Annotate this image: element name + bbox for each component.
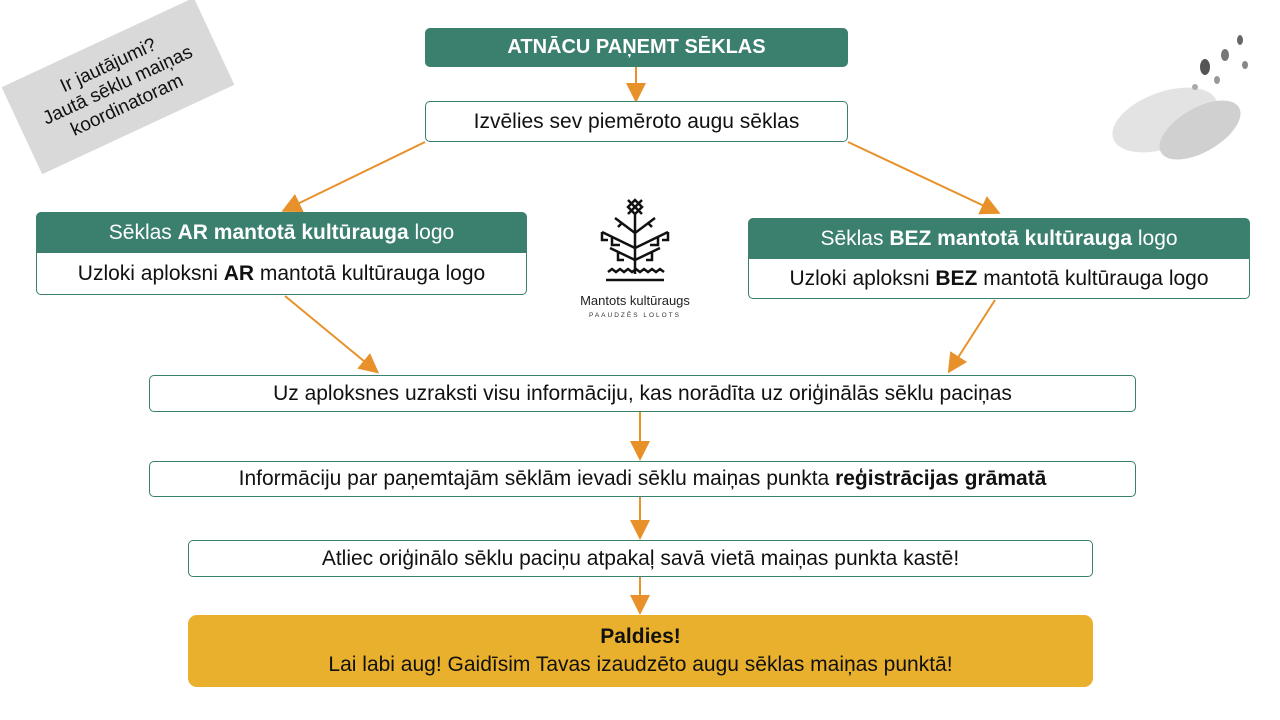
step-text: Atliec oriģinālo sēklu paciņu atpakaļ sa…	[321, 546, 960, 570]
text-bold: BEZ	[935, 266, 978, 290]
left-body: Uzloki aploksni AR mantotā kultūrauga lo…	[36, 252, 527, 295]
thanks-title: Paldies!	[600, 625, 681, 648]
text: Uzloki aploksni	[789, 266, 936, 290]
title-box: ATNĀCU PAŅEMT SĒKLAS	[425, 28, 848, 67]
text: Informāciju par paņemtajām sēklām ievadi…	[238, 467, 836, 490]
text: mantotā kultūrauga logo	[254, 261, 486, 285]
thanks-box: Paldies! Lai labi aug! Gaidīsim Tavas iz…	[188, 615, 1093, 687]
logo-tagline: PAAUDZĒS LOLOTS	[588, 312, 681, 319]
hands-seeds-image	[1112, 35, 1248, 160]
right-body: Uzloki aploksni BEZ mantotā kultūrauga l…	[748, 258, 1250, 299]
logo-name: Mantots kultūraugs	[580, 293, 690, 308]
text: Sēklas	[108, 220, 178, 244]
text-bold: AR	[223, 261, 255, 285]
text: logo	[1132, 226, 1178, 250]
text: Sēklas	[820, 226, 890, 250]
text-bold: reģistrācijas grāmatā	[835, 467, 1047, 490]
text-bold: AR mantotā kultūrauga	[177, 220, 409, 244]
step-return: Atliec oriģinālo sēklu paciņu atpakaļ sa…	[188, 540, 1093, 577]
thanks-text: Lai labi aug! Gaidīsim Tavas izaudzēto a…	[328, 653, 953, 676]
title-text: ATNĀCU PAŅEMT SĒKLAS	[507, 36, 766, 58]
tree-icon	[600, 198, 670, 282]
step-text: Uz aploksnes uzraksti visu informāciju, …	[273, 381, 1012, 405]
text-bold: BEZ mantotā kultūrauga	[889, 226, 1133, 250]
step-choose: Izvēlies sev piemēroto augu sēklas	[425, 101, 848, 142]
mantots-kulturaugs-logo: Mantots kultūraugs PAAUDZĒS LOLOTS	[570, 198, 700, 319]
step-register: Informāciju par paņemtajām sēklām ievadi…	[149, 461, 1136, 497]
text: Uzloki aploksni	[77, 261, 224, 285]
step-info: Uz aploksnes uzraksti visu informāciju, …	[149, 375, 1136, 412]
step-text: Izvēlies sev piemēroto augu sēklas	[473, 109, 800, 133]
text: logo	[408, 220, 455, 244]
right-header: Sēklas BEZ mantotā kultūrauga logo	[748, 218, 1250, 259]
left-header: Sēklas AR mantotā kultūrauga logo	[36, 212, 527, 253]
text: mantotā kultūrauga logo	[977, 266, 1209, 290]
